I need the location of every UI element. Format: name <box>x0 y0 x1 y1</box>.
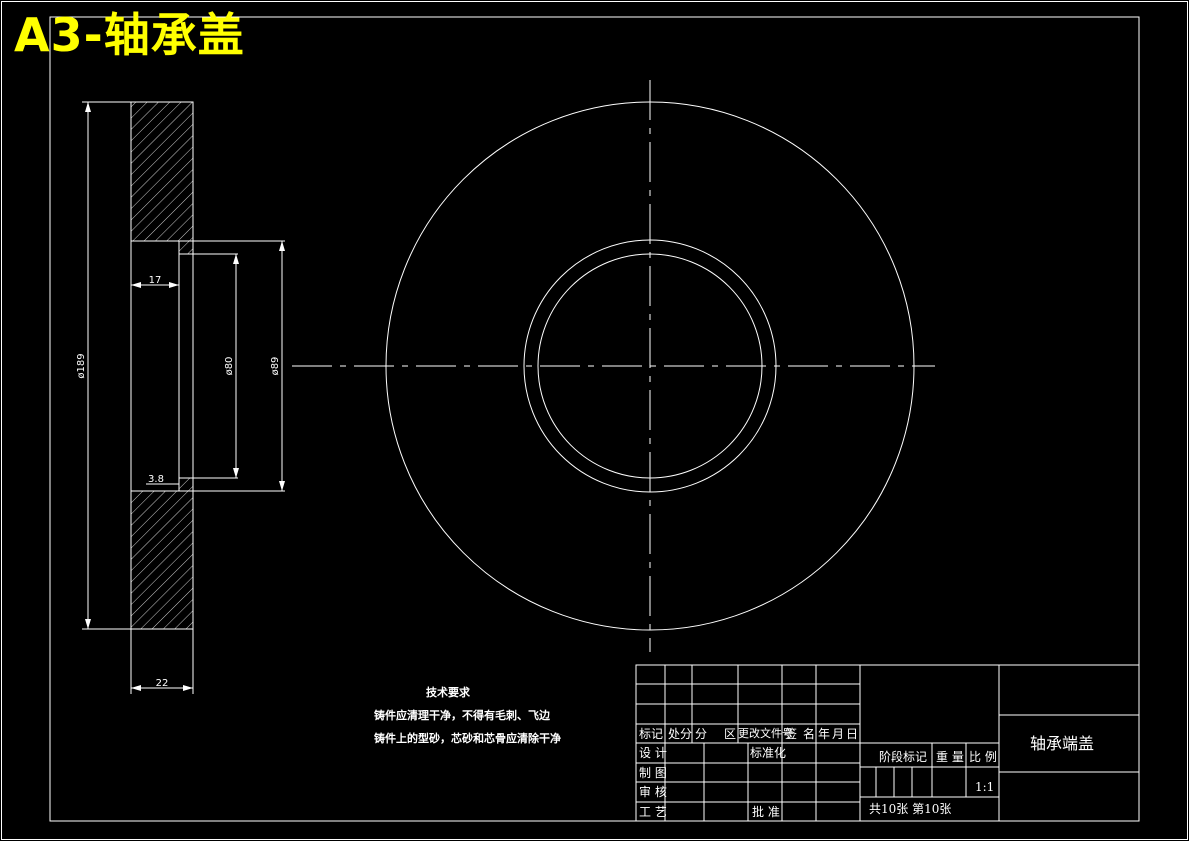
dim-89: ø89 <box>270 357 281 376</box>
dim-3-8: 3.8 <box>148 474 164 485</box>
tech-requirement-item: 铸件上的型砂，芯砂和芯骨应清除干净 <box>374 732 561 745</box>
role-process: 工 艺 <box>639 805 667 819</box>
role-draw: 制 图 <box>639 766 667 780</box>
section-view <box>82 101 285 694</box>
header-change-doc: 更改文件号 <box>738 727 793 740</box>
dim-22: 22 <box>156 678 169 689</box>
header-mark: 标记 <box>639 727 664 741</box>
scale-label: 比 例 <box>969 750 997 764</box>
part-name: 轴承端盖 <box>1030 734 1095 753</box>
header-zone-a: 分 <box>695 727 708 741</box>
header-count: 处分 <box>668 727 693 741</box>
stage-mark-label: 阶段标记 <box>879 750 928 764</box>
standardization-label: 标准化 <box>750 746 787 760</box>
sheet-label: A3-轴承盖 <box>14 8 245 62</box>
approve-label: 批 准 <box>752 805 780 819</box>
dim-189: ø189 <box>76 353 87 378</box>
tech-requirement-item: 铸件应清理干净，不得有毛刺、飞边 <box>374 709 550 722</box>
scale-value: 1:1 <box>975 780 995 794</box>
header-zone-b: 区 <box>724 727 737 741</box>
weight-label: 重 量 <box>936 750 964 764</box>
header-sign: 签 <box>785 727 798 741</box>
hatch-upper <box>130 101 194 242</box>
inner-border <box>49 16 1140 822</box>
role-check: 审 核 <box>639 785 667 799</box>
sheet-count: 共10张 第10张 <box>869 802 952 816</box>
hatch-step-lower <box>178 477 194 492</box>
hatch-lower <box>130 490 194 630</box>
header-month: 月 <box>832 727 845 741</box>
dim-80: ø80 <box>224 357 235 376</box>
tech-requirements-title: 技术要求 <box>426 686 470 699</box>
hatch-step-upper <box>178 240 194 255</box>
header-day: 日 <box>846 727 859 741</box>
header-year: 年 <box>818 727 831 741</box>
role-design: 设 计 <box>639 746 667 760</box>
front-view <box>292 80 935 652</box>
header-name: 名 <box>803 727 816 741</box>
title-block-grid <box>635 664 1140 822</box>
arrowheads <box>85 102 285 691</box>
dim-17: 17 <box>149 275 162 286</box>
